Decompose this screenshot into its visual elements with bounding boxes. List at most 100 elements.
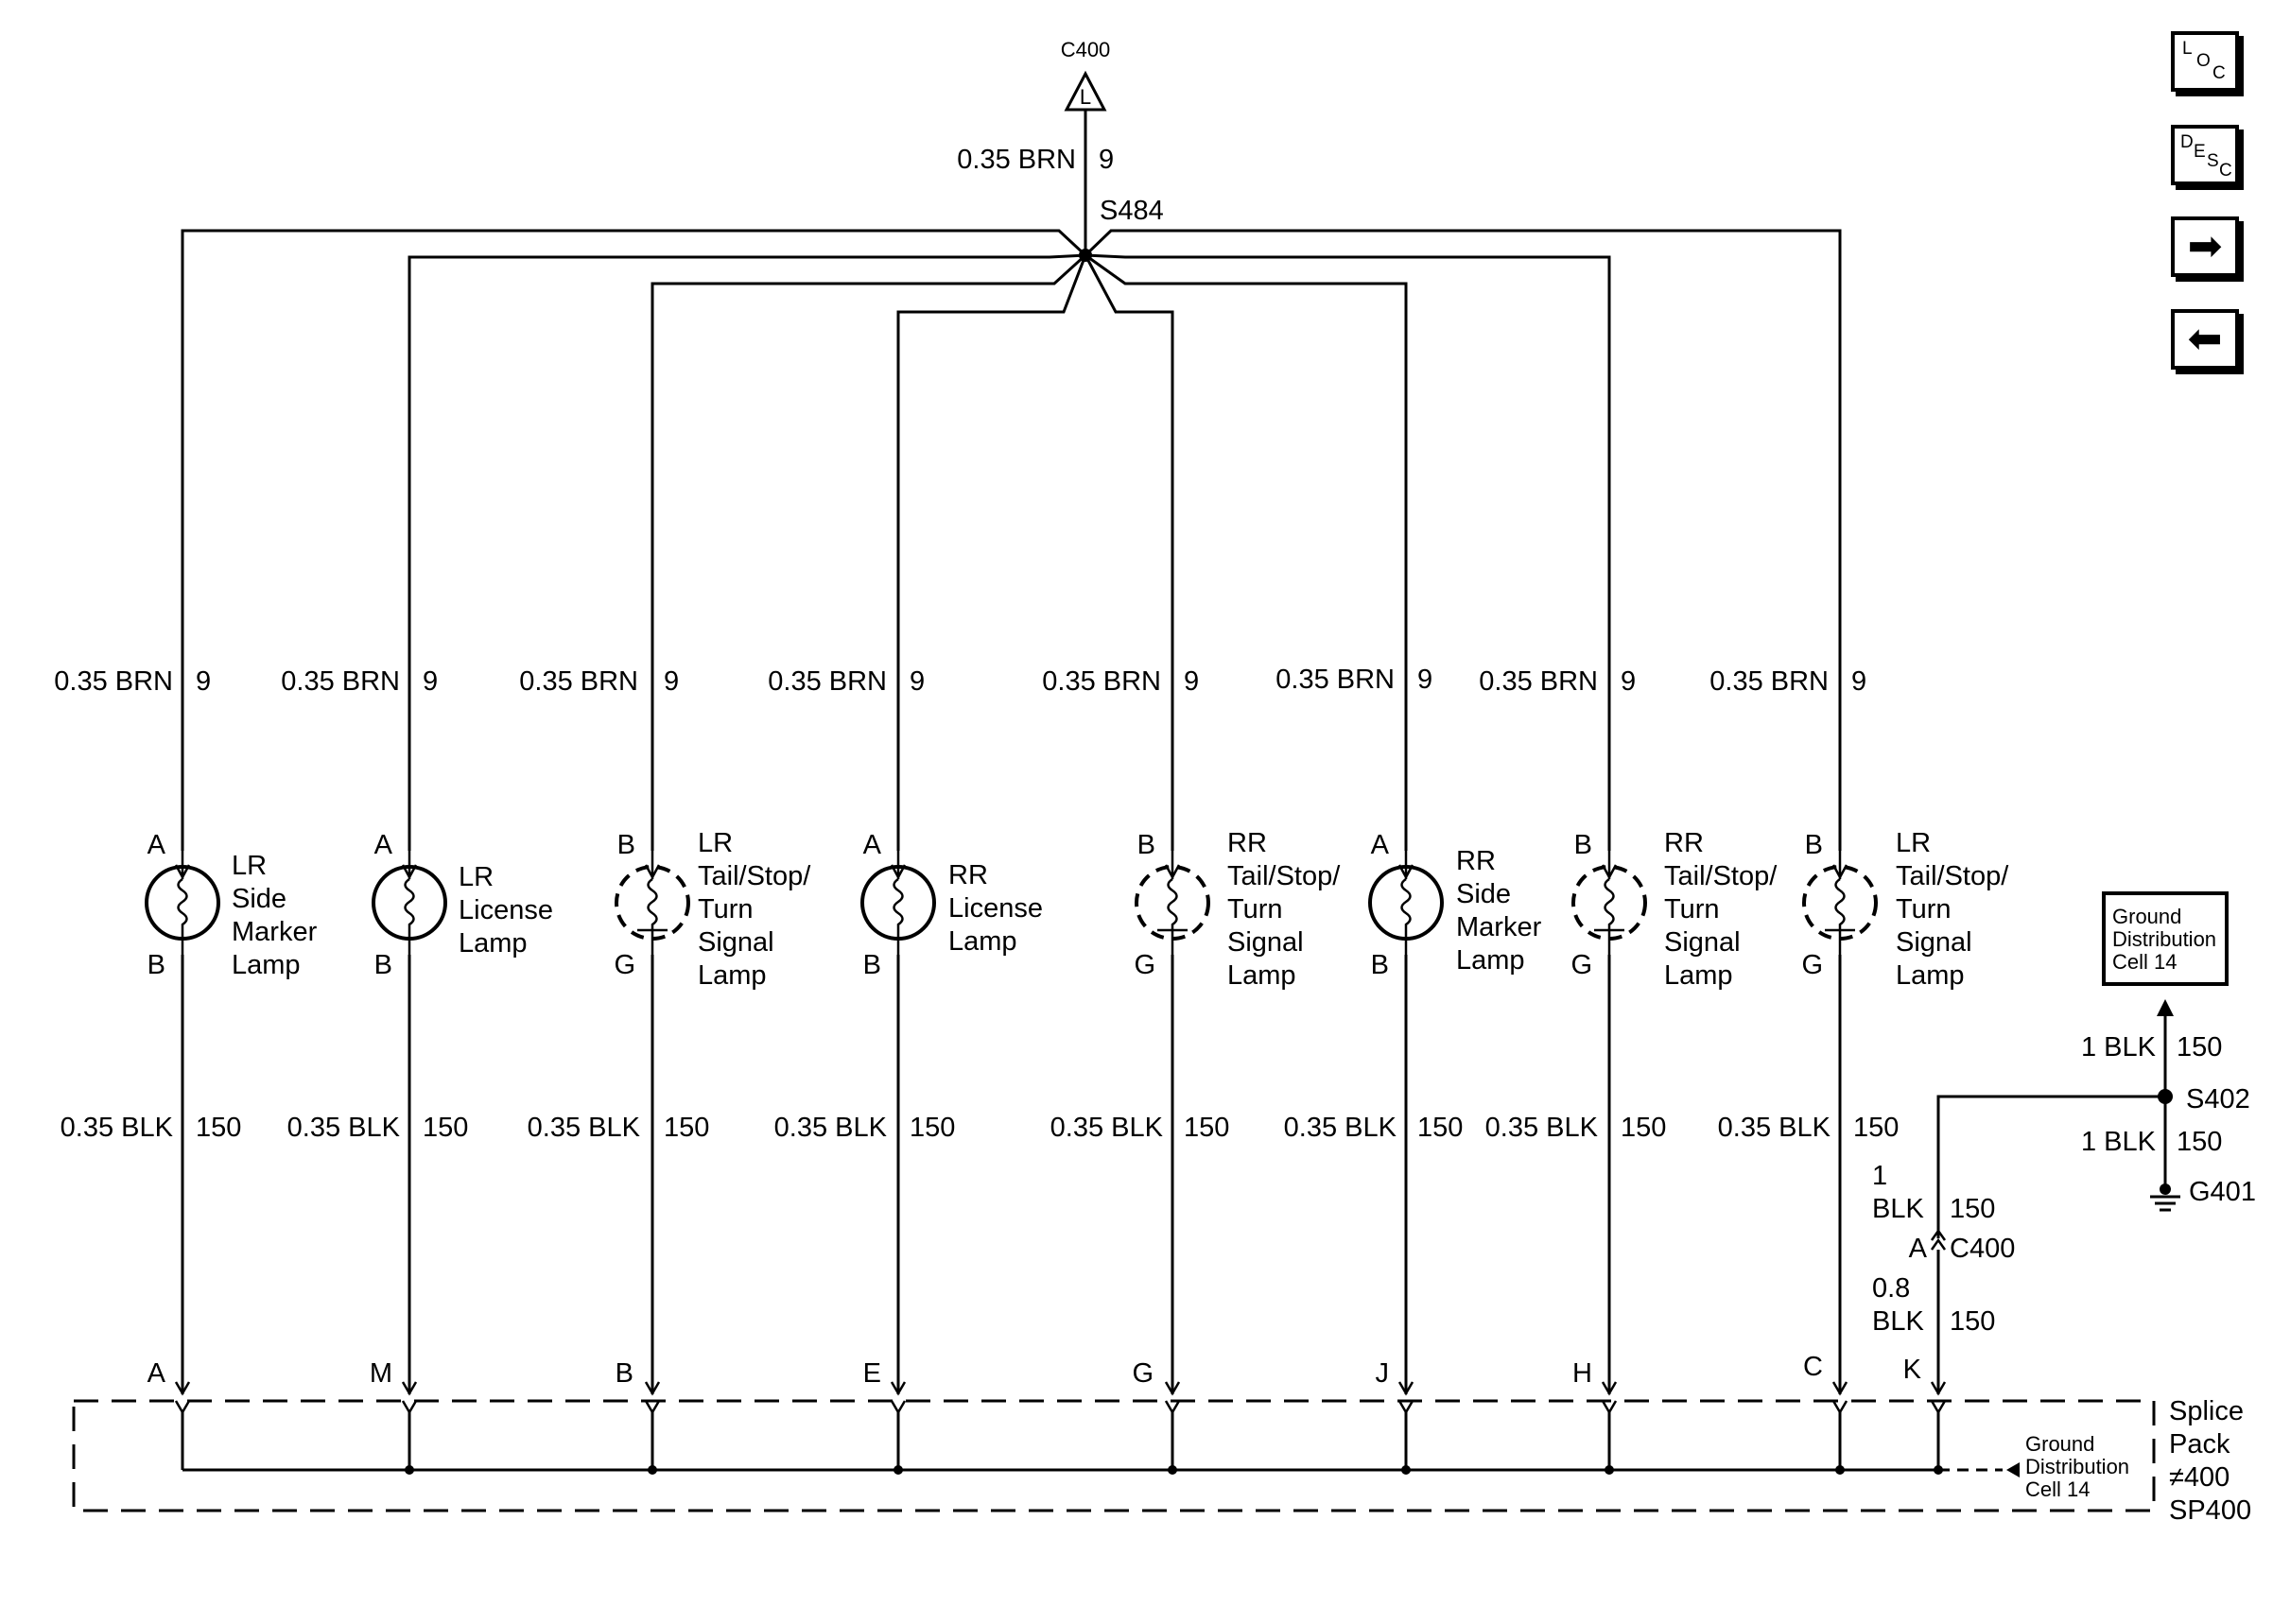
- lamp-name-line: RR: [1227, 828, 1267, 858]
- k-pin: K: [1903, 1355, 1922, 1385]
- lamp-name-line: Tail/Stop/: [1664, 861, 1778, 891]
- s402-lower-wire-circuit: 150: [2177, 1127, 2222, 1157]
- feed-wire-circuit: 9: [423, 666, 438, 697]
- lamp-name-line: Lamp: [1227, 960, 1296, 991]
- feed-wire-label: 0.35 BRN: [1042, 666, 1161, 697]
- ground-wire-label: 0.35 BLK: [61, 1113, 174, 1143]
- lamp-name-line: Turn: [1227, 894, 1283, 924]
- lamp-name-line: Tail/Stop/: [1896, 861, 2009, 891]
- lamp-0: 0.35 BRN 9 A B LR Side Marker Lamp 0.35 …: [54, 666, 318, 1470]
- lamp-name-line: LR: [1896, 828, 1931, 858]
- arrow-left-small-icon: [2006, 1462, 2020, 1477]
- desc-letter-s: S: [2207, 151, 2219, 171]
- ground-box-line: Distribution: [2112, 927, 2216, 951]
- ground-box-line: Cell 14: [2112, 950, 2177, 974]
- arrow-left-icon: ⬅: [2187, 316, 2223, 362]
- ground-distribution-box: [2102, 891, 2229, 986]
- lamp-name-line: Side: [232, 884, 286, 914]
- lamp-4: 0.35 BRN 9 B G RR Tail/Stop/ Turn Signal…: [1042, 666, 1341, 1470]
- splice-s402-label: S402: [2186, 1084, 2250, 1114]
- s402-upper-wire-circuit: 150: [2177, 1032, 2222, 1063]
- lamp-bottom-pin: B: [1371, 950, 1389, 980]
- lamp-6: 0.35 BRN 9 B G RR Tail/Stop/ Turn Signal…: [1479, 666, 1778, 1470]
- top-wire-size-color: 0.35 BRN: [957, 145, 1076, 175]
- lamp-name-line: RR: [948, 860, 988, 890]
- location-button[interactable]: L O C: [2171, 31, 2239, 92]
- ground-wire-label: 0.35 BLK: [774, 1113, 888, 1143]
- arrow-up-icon: [2157, 999, 2174, 1016]
- ground-wire-circuit: 150: [196, 1113, 241, 1143]
- splice-pack-pin: H: [1572, 1358, 1592, 1389]
- loc-letter-c: C: [2212, 63, 2226, 83]
- lamp-name-line: Lamp: [459, 928, 528, 959]
- lamp-3: 0.35 BRN 9 A B RR License Lamp 0.35 BLK …: [768, 666, 1043, 1470]
- c400-pin: A: [1909, 1234, 1928, 1264]
- lamp-name-line: Turn: [1896, 894, 1952, 924]
- ground-wire-circuit: 150: [1184, 1113, 1229, 1143]
- ground-wire-circuit: 150: [1853, 1113, 1899, 1143]
- lamp-name-line: Signal: [1664, 927, 1741, 958]
- lamp-top-pin: B: [1137, 830, 1155, 860]
- feed-wire-label: 0.35 BRN: [1709, 666, 1829, 697]
- lamp-top-pin: A: [374, 830, 393, 860]
- loc-letter-l: L: [2182, 39, 2193, 59]
- splice-pack-ref-line: Cell 14: [2025, 1477, 2090, 1501]
- splice-pack-boundary: [72, 1399, 2156, 1512]
- loc-letter-o: O: [2196, 51, 2211, 71]
- ground-section: Ground Distribution Cell 14 1 BLK 150 S4…: [1872, 891, 2256, 1470]
- feed-wire-label: 0.35 BRN: [768, 666, 887, 697]
- splice-pack-pin: M: [370, 1358, 392, 1389]
- feed-wire-label: 0.35 BRN: [1479, 666, 1598, 697]
- k-wire2-circuit: 150: [1950, 1306, 1995, 1337]
- connector-c400-icon: [1930, 1228, 1947, 1251]
- splice-pack-pin: G: [1132, 1358, 1154, 1389]
- lamp-name-line: LR: [232, 851, 267, 881]
- ground-wire-label: 0.35 BLK: [287, 1113, 401, 1143]
- splice-pack-pin: C: [1803, 1352, 1823, 1382]
- ground-wire-label: 0.35 BLK: [1284, 1113, 1397, 1143]
- distribution-wires: [181, 229, 1842, 851]
- feed-wire-label: 0.35 BRN: [54, 666, 173, 697]
- lamp-name-line: Marker: [1456, 912, 1542, 942]
- lamp-name-line: Tail/Stop/: [1227, 861, 1341, 891]
- top-connector: C400 L: [1061, 38, 1111, 112]
- ground-icon: [2150, 1195, 2180, 1212]
- splice-pack: Ground Distribution Cell 14 Splice Pack …: [72, 1396, 2251, 1526]
- lamp-bottom-pin: G: [614, 950, 635, 980]
- splice-s484-label: S484: [1100, 196, 1164, 226]
- desc-letter-c: C: [2219, 161, 2232, 181]
- lamp-top-pin: A: [1371, 830, 1390, 860]
- lamp-name-line: Lamp: [1456, 945, 1525, 976]
- lamp-name-line: LR: [459, 862, 494, 892]
- feed-wire-label: 0.35 BRN: [1275, 665, 1395, 695]
- splice-pack-ref-line: Ground: [2025, 1432, 2094, 1456]
- lamp-7: 0.35 BRN 9 B G LR Tail/Stop/ Turn Signal…: [1709, 666, 2009, 1470]
- feed-wire-circuit: 9: [1621, 666, 1636, 697]
- lamp-name-line: Signal: [698, 927, 774, 958]
- top-connector-label: C400: [1061, 38, 1111, 61]
- feed-wire-circuit: 9: [664, 666, 679, 697]
- lamp-2: 0.35 BRN 9 B G LR Tail/Stop/ Turn Signal…: [519, 666, 811, 1470]
- splice-pack-label-line: Pack: [2169, 1429, 2230, 1460]
- top-wire-circuit: 9: [1099, 145, 1114, 175]
- splice-pack-label-line: SP400: [2169, 1495, 2251, 1526]
- lamp-bottom-pin: G: [1801, 950, 1823, 980]
- lamp-name-line: Signal: [1896, 927, 1972, 958]
- lamp-name-line: Lamp: [1896, 960, 1965, 991]
- ground-wire-label: 0.35 BLK: [1718, 1113, 1831, 1143]
- splice-pack-pin: E: [863, 1358, 881, 1389]
- lamp-top-pin: B: [1574, 830, 1592, 860]
- arrow-right-icon: ➡: [2187, 223, 2223, 269]
- lamp-name-line: Lamp: [232, 950, 301, 980]
- description-button[interactable]: D E S C: [2171, 125, 2239, 185]
- feed-wire-circuit: 9: [910, 666, 925, 697]
- lamp-name-line: License: [459, 895, 553, 925]
- previous-page-button[interactable]: ⬅: [2171, 309, 2239, 370]
- next-page-button[interactable]: ➡: [2171, 216, 2239, 277]
- lamp-bottom-pin: G: [1134, 950, 1155, 980]
- k-wire1-circuit: 150: [1950, 1194, 1995, 1224]
- lamp-top-pin: B: [617, 830, 635, 860]
- ground-wire-circuit: 150: [1621, 1113, 1666, 1143]
- desc-letter-d: D: [2180, 132, 2194, 152]
